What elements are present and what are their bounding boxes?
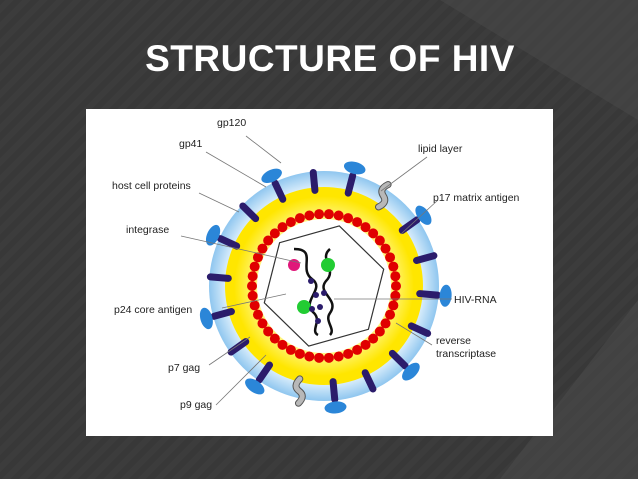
matrix-bead: [257, 243, 268, 254]
rt-dot: [317, 304, 323, 310]
matrix-bead: [304, 210, 315, 221]
matrix-bead: [249, 300, 260, 311]
label-p9-gag: p9 gag: [180, 399, 212, 411]
gp41-stem: [210, 308, 235, 320]
matrix-bead: [360, 339, 371, 350]
rt-dot: [315, 318, 321, 324]
matrix-bead: [388, 300, 399, 311]
matrix-bead: [277, 339, 288, 350]
label-reverse-transcriptase-1: reverse: [436, 335, 471, 347]
host-cell-protein: [375, 182, 391, 210]
leader-lines: [180, 135, 452, 406]
matrix-bead: [314, 209, 325, 220]
label-reverse-transcriptase-2: transcriptase: [436, 348, 496, 360]
matrix-bead: [257, 318, 268, 329]
matrix-bead: [385, 309, 396, 320]
gp41-stem: [309, 169, 319, 194]
matrix-bead: [294, 213, 305, 224]
matrix-bead: [388, 261, 399, 272]
matrix-bead: [249, 261, 260, 272]
gp120-cap: [402, 362, 420, 381]
gp41-stem: [227, 338, 250, 356]
matrix-bead: [269, 228, 280, 239]
matrix-bead: [380, 243, 391, 254]
gp120-cap: [261, 168, 282, 183]
envelope-spikes: [199, 161, 452, 414]
matrix-bead: [294, 348, 305, 359]
matrix-bead: [360, 222, 371, 233]
gp41-stem: [216, 235, 241, 250]
gp41-stem: [271, 179, 287, 203]
p7-dot-2: [297, 300, 311, 314]
matrix-bead: [391, 281, 401, 291]
gp41-stem: [239, 202, 260, 223]
gp120-cap: [324, 401, 347, 414]
gp120-cap: [205, 224, 221, 246]
gp41-stem: [413, 252, 438, 264]
p7-dot-1: [321, 258, 335, 272]
gp120-cap: [343, 161, 366, 175]
hiv-diagram: gp120 gp41 host cell proteins integrase …: [112, 117, 520, 414]
label-gp41: gp41: [179, 138, 203, 150]
matrix-bead: [374, 326, 385, 337]
matrix-bead: [390, 271, 401, 282]
matrix-bead: [385, 252, 396, 263]
matrix-bead: [277, 222, 288, 233]
matrix-bead: [314, 352, 325, 363]
label-integrase: integrase: [126, 224, 169, 236]
gp41-stem: [361, 369, 377, 393]
matrix-bead: [285, 217, 296, 228]
matrix-bead: [390, 290, 401, 301]
label-lipid-layer: lipid layer: [418, 143, 463, 155]
label-gp120: gp120: [217, 117, 246, 129]
matrix-bead: [343, 213, 354, 224]
matrix-bead: [374, 235, 385, 246]
host-cell-protein: [293, 376, 305, 406]
matrix-bead: [323, 352, 334, 363]
p17-matrix-beads: [247, 209, 401, 363]
matrix-bead: [247, 281, 257, 291]
matrix-bead: [368, 228, 379, 239]
rt-dot: [313, 292, 319, 298]
label-p24-core-antigen: p24 core antigen: [114, 304, 192, 316]
gp41-stem: [206, 273, 232, 282]
gp41-stem: [344, 172, 357, 197]
rt-dot: [308, 278, 314, 284]
rt-dot: [309, 306, 315, 312]
matrix-bead: [263, 235, 274, 246]
label-p7-gag: p7 gag: [168, 362, 200, 374]
gp41-stem: [407, 322, 432, 337]
matrix-bead: [247, 271, 258, 282]
matrix-bead: [323, 209, 334, 220]
rt-dot: [321, 290, 327, 296]
matrix-bead: [252, 252, 263, 263]
matrix-bead: [304, 351, 315, 362]
gp41-stem: [416, 290, 442, 299]
matrix-bead: [333, 210, 344, 221]
matrix-bead: [368, 333, 379, 344]
matrix-bead: [352, 344, 363, 355]
label-hiv-rna: HIV-RNA: [454, 294, 497, 306]
matrix-bead: [343, 348, 354, 359]
matrix-bead: [333, 351, 344, 362]
gp41-stem: [255, 361, 274, 384]
matrix-bead: [252, 309, 263, 320]
gp120-cap: [245, 378, 265, 395]
gp120-cap: [439, 284, 452, 307]
matrix-bead: [285, 344, 296, 355]
slide-title: STRUCTURE OF HIV: [145, 38, 515, 79]
matrix-bead: [247, 290, 258, 301]
label-host-cell-proteins: host cell proteins: [112, 180, 191, 192]
matrix-bead: [263, 326, 274, 337]
matrix-bead: [352, 217, 363, 228]
gp41-stem: [388, 349, 409, 370]
gp120-cap: [415, 205, 432, 225]
p24-capsid: [263, 225, 385, 347]
label-p17-matrix-antigen: p17 matrix antigen: [433, 192, 520, 204]
gp41-stem: [329, 378, 339, 403]
hiv-diagram-panel: gp120 gp41 host cell proteins integrase …: [86, 109, 553, 436]
matrix-bead: [380, 318, 391, 329]
gp120-cap: [199, 307, 213, 330]
matrix-bead: [269, 333, 280, 344]
